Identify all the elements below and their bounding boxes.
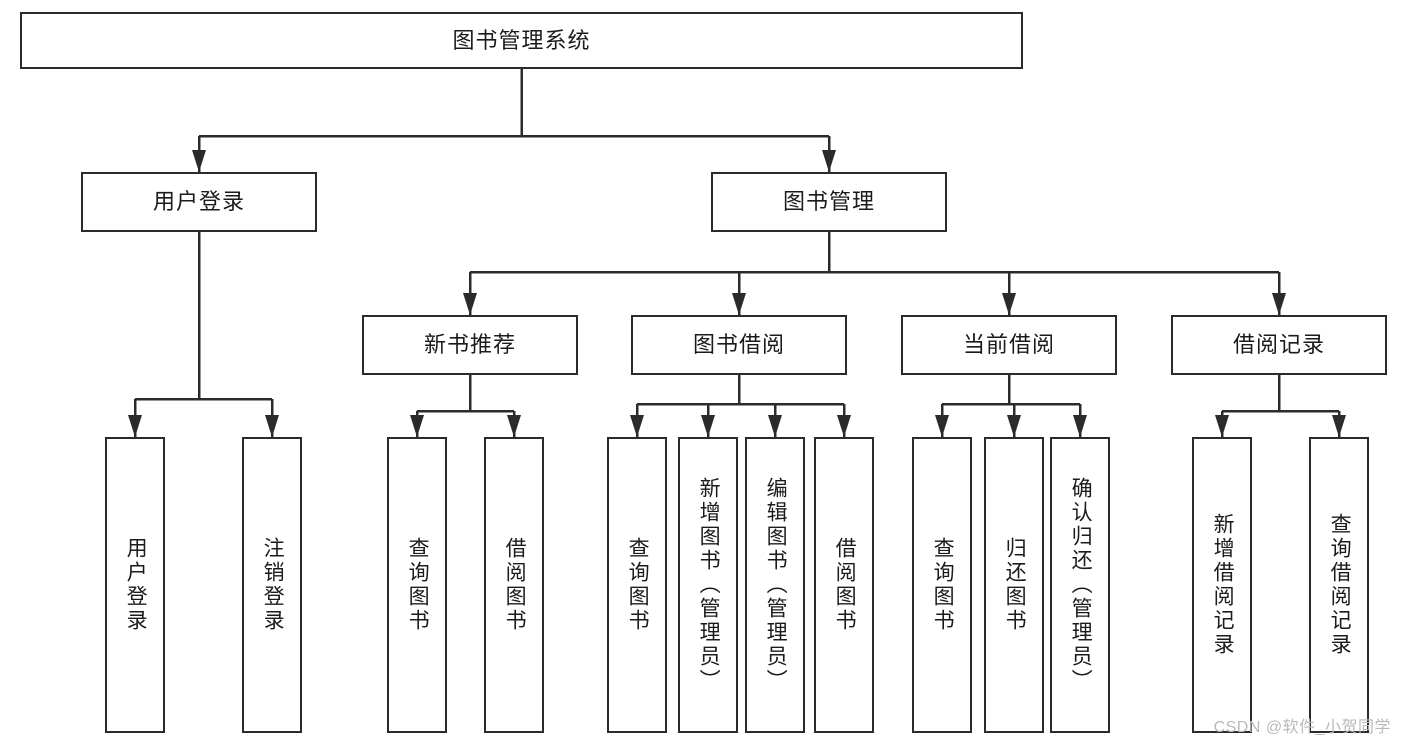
node-label: 借阅图书 [503,537,527,633]
node-root[interactable]: 图书管理系统 [20,12,1023,69]
node-leaf-login-2[interactable]: 注销登录 [242,437,302,733]
node-records[interactable]: 借阅记录 [1171,315,1387,375]
node-label: 图书管理 [782,189,875,215]
node-label: 归还图书 [1003,537,1027,633]
node-leaf-bor-2[interactable]: 新增图书（管理员） [678,437,738,733]
node-label: 编辑图书（管理员） [764,477,788,693]
node-leaf-bor-4[interactable]: 借阅图书 [814,437,874,733]
node-current[interactable]: 当前借阅 [901,315,1117,375]
node-leaf-cur-2[interactable]: 归还图书 [984,437,1044,733]
node-label: 查询图书 [406,537,430,633]
node-label: 查询图书 [626,537,650,633]
node-bookmgmt[interactable]: 图书管理 [711,172,947,232]
node-label: 确认归还（管理员） [1069,477,1093,693]
node-borrow[interactable]: 图书借阅 [631,315,847,375]
node-label: 查询图书 [931,537,955,633]
node-leaf-rec-1[interactable]: 新增借阅记录 [1192,437,1252,733]
node-label: 借阅记录 [1232,332,1325,358]
node-leaf-new-1[interactable]: 查询图书 [387,437,447,733]
node-label: 用户登录 [124,537,148,633]
node-leaf-bor-1[interactable]: 查询图书 [607,437,667,733]
node-label: 新增借阅记录 [1211,513,1235,657]
node-label: 注销登录 [261,537,285,633]
node-label: 当前借阅 [962,332,1055,358]
node-leaf-cur-3[interactable]: 确认归还（管理员） [1050,437,1110,733]
node-leaf-cur-1[interactable]: 查询图书 [912,437,972,733]
node-label: 查询借阅记录 [1328,513,1352,657]
node-label: 图书管理系统 [452,27,591,53]
node-label: 新书推荐 [423,332,516,358]
watermark: CSDN @软件_小贺同学 [1213,719,1391,736]
node-label: 用户登录 [152,189,245,215]
node-newbook[interactable]: 新书推荐 [362,315,578,375]
node-label: 新增图书（管理员） [697,477,721,693]
node-leaf-login-1[interactable]: 用户登录 [105,437,165,733]
node-leaf-rec-2[interactable]: 查询借阅记录 [1309,437,1369,733]
node-leaf-new-2[interactable]: 借阅图书 [484,437,544,733]
node-login[interactable]: 用户登录 [81,172,317,232]
node-leaf-bor-3[interactable]: 编辑图书（管理员） [745,437,805,733]
node-label: 借阅图书 [833,537,857,633]
node-label: 图书借阅 [692,332,785,358]
